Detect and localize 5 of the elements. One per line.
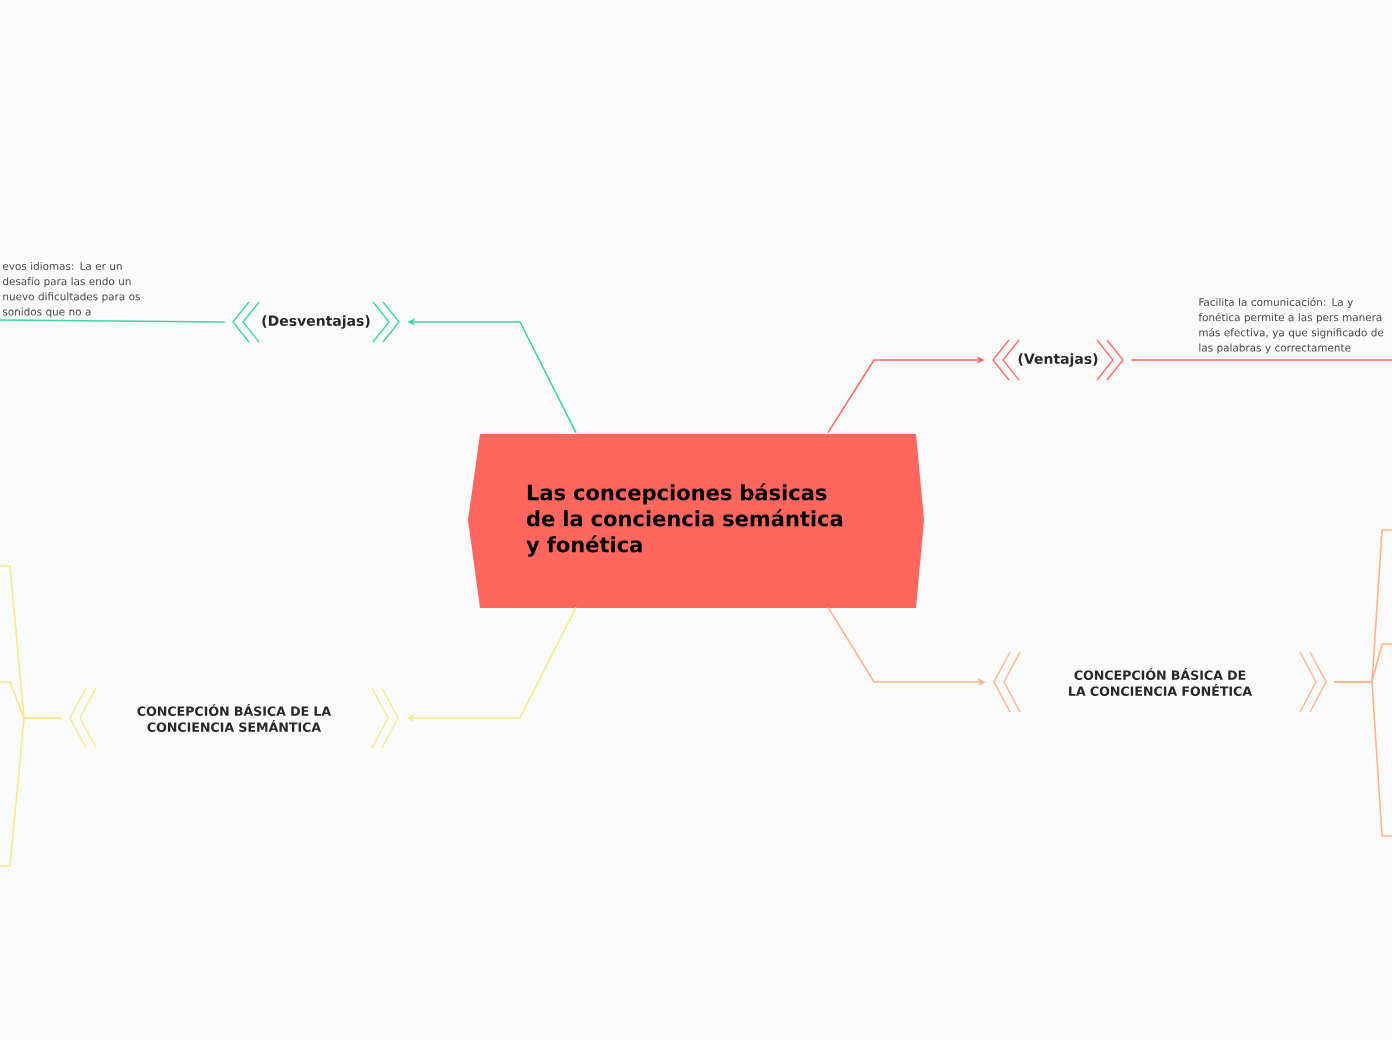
- connector: [0, 717, 63, 867]
- connector: [0, 319, 226, 323]
- central-topic-box: Las concepciones básicas de la conciencia semántica y fonética: [468, 434, 924, 608]
- connector: [1130, 359, 1392, 361]
- connector: [1333, 681, 1392, 837]
